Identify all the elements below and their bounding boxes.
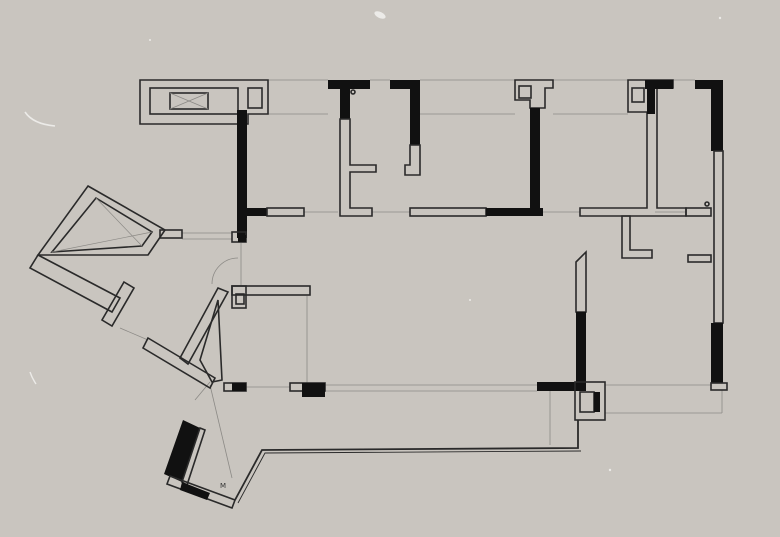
left-main-wall bbox=[231, 110, 305, 243]
living-room-walls bbox=[537, 250, 606, 421]
right-exterior-wall bbox=[695, 80, 728, 391]
left-angled-structure bbox=[28, 184, 183, 328]
bottom-balcony: M bbox=[164, 420, 582, 510]
top-left-balcony bbox=[139, 79, 269, 125]
window-lines bbox=[119, 79, 723, 479]
plan-label-m: M bbox=[220, 482, 226, 490]
room-walls-d bbox=[579, 79, 712, 263]
paper-specks bbox=[24, 11, 722, 472]
room-walls-a bbox=[328, 80, 377, 217]
room-walls-c bbox=[514, 79, 554, 208]
lower-left-walls bbox=[141, 285, 326, 397]
room-walls-b bbox=[390, 80, 543, 217]
